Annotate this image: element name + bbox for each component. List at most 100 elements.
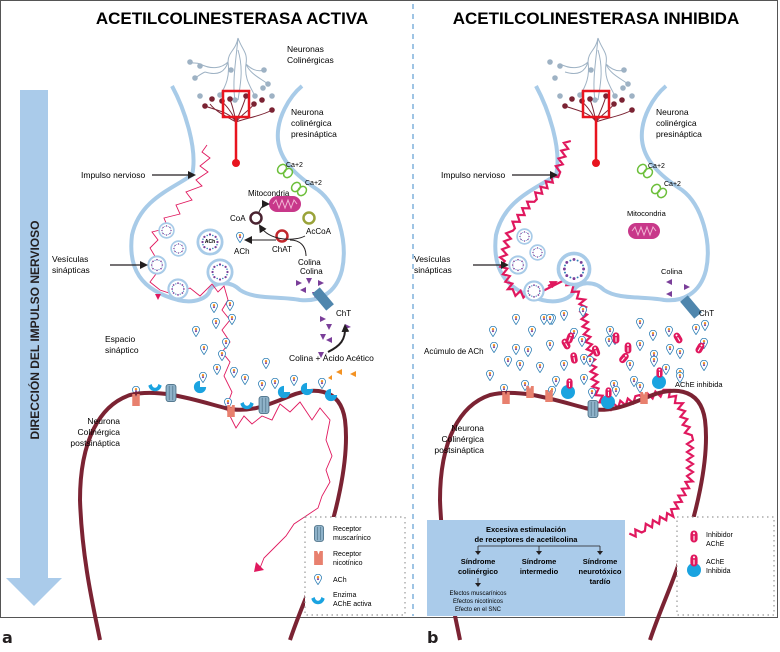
label-colina-acido: Colina + Ácido Acético (289, 353, 374, 363)
ach-molecule (700, 360, 708, 371)
label-mitocondria: Mitocondria (248, 189, 290, 198)
label-cht: ChT (336, 309, 351, 318)
synaptic-vesicle (508, 255, 528, 275)
ach-molecule (701, 320, 709, 331)
ache-inhibitor-icon (690, 530, 698, 543)
ach-molecule (222, 338, 230, 349)
ach-molecule (588, 388, 596, 399)
synaptic-vesicle (158, 222, 175, 239)
cholinergic-neurons-tree-b-icon (547, 37, 635, 167)
figure-frame (0, 0, 778, 618)
calcium-channel-icon (276, 163, 308, 197)
ach-molecule (626, 360, 634, 371)
ach-molecule (636, 382, 644, 393)
fusing-vesicle (206, 258, 234, 286)
panel-a-title: ACETILCOLINESTERASA ACTIVA (96, 9, 368, 28)
ach-molecule (192, 326, 200, 337)
ach-molecule (636, 318, 644, 329)
ach-molecule (676, 348, 684, 359)
ach-molecule (580, 374, 588, 385)
ach-molecule (546, 340, 554, 351)
ache-enzyme-bound (277, 385, 291, 399)
label-colina-2: Colina (300, 267, 323, 276)
impulse-direction-label: DIRECCIÓN DEL IMPULSO NERVIOSO (27, 221, 42, 440)
label-ache-inhibida: AChE inhibida (675, 380, 723, 389)
label-ca-1-b: Ca+2 (648, 163, 665, 170)
ache-inhibitor (590, 344, 602, 358)
ach-molecule (560, 360, 568, 371)
label-impulso-nervioso: Impulso nervioso (81, 170, 146, 180)
muscarinic-receptor (165, 384, 177, 402)
ache-inhibited-icon (687, 563, 701, 577)
ach-molecule (524, 346, 532, 357)
ach-molecule (560, 310, 568, 321)
chat-icon (275, 229, 289, 243)
calcium-channel-b-icon (636, 163, 668, 199)
ach-molecule (199, 372, 207, 383)
legend-a-item-3: ACh (333, 577, 347, 584)
synaptic-vesicle (170, 240, 187, 257)
mitochondria-b-icon (628, 223, 660, 239)
ach-molecule (236, 232, 244, 243)
ache-inhibitor (569, 351, 579, 365)
nerve-impulse-path-b (497, 139, 696, 539)
nicotinic-receptor (526, 386, 534, 398)
ach-molecule (230, 367, 238, 378)
ach-molecule (290, 375, 298, 386)
ache-enzyme-bound (193, 380, 207, 394)
ach-molecule (218, 350, 226, 361)
ach-molecule (512, 314, 520, 325)
ach-molecule (528, 326, 536, 337)
label-colina-1: Colina (298, 258, 321, 267)
synaptic-vesicle (523, 280, 545, 302)
ach-molecule (504, 356, 512, 367)
ach-molecule (258, 380, 266, 391)
synaptic-vesicle (167, 278, 189, 300)
cholinergic-neurons-tree-icon (189, 37, 269, 101)
panel-b: ACETILCOLINESTERASA INHIBIDA (414, 9, 775, 641)
ache-inhibited (601, 395, 615, 409)
synaptic-vesicle (529, 244, 546, 261)
ach-molecule (636, 340, 644, 351)
ach-molecule (536, 362, 544, 373)
ache-inhibitor (672, 331, 684, 345)
ache-enzyme-bound (300, 382, 314, 396)
panel-b-title: ACETILCOLINESTERASA INHIBIDA (453, 9, 740, 28)
muscarinic-receptor (587, 400, 599, 418)
ach-molecule (516, 360, 524, 371)
presynaptic-membrane-b (493, 84, 710, 304)
label-ach-vesicle: ACh (205, 239, 215, 245)
choline-molecules (296, 278, 351, 358)
muscarinic-receptor-icon (314, 525, 324, 542)
synaptic-vesicle (516, 228, 533, 245)
ach-molecule (241, 374, 249, 385)
neuron-dots-red (202, 93, 275, 113)
label-cht-b: ChT (699, 309, 714, 318)
ach-molecule (512, 344, 520, 355)
label-coa: CoA (230, 214, 246, 223)
ach-molecule (212, 318, 220, 329)
ach-molecule (578, 336, 586, 347)
ache-inhibited-inhibitor-icon (690, 554, 698, 567)
label-mitocondria-b: Mitocondria (627, 209, 667, 218)
muscarinic-receptor (258, 396, 270, 414)
ach-molecule (665, 326, 673, 337)
acetate-molecules (328, 369, 356, 380)
ach-molecule (226, 300, 234, 311)
label-ach: ACh (234, 247, 250, 256)
label-colina-b: Colina (661, 267, 683, 276)
label-impulso-b: Impulso nervioso (441, 170, 506, 180)
inhibitor (656, 367, 663, 378)
ach-molecule (200, 344, 208, 355)
